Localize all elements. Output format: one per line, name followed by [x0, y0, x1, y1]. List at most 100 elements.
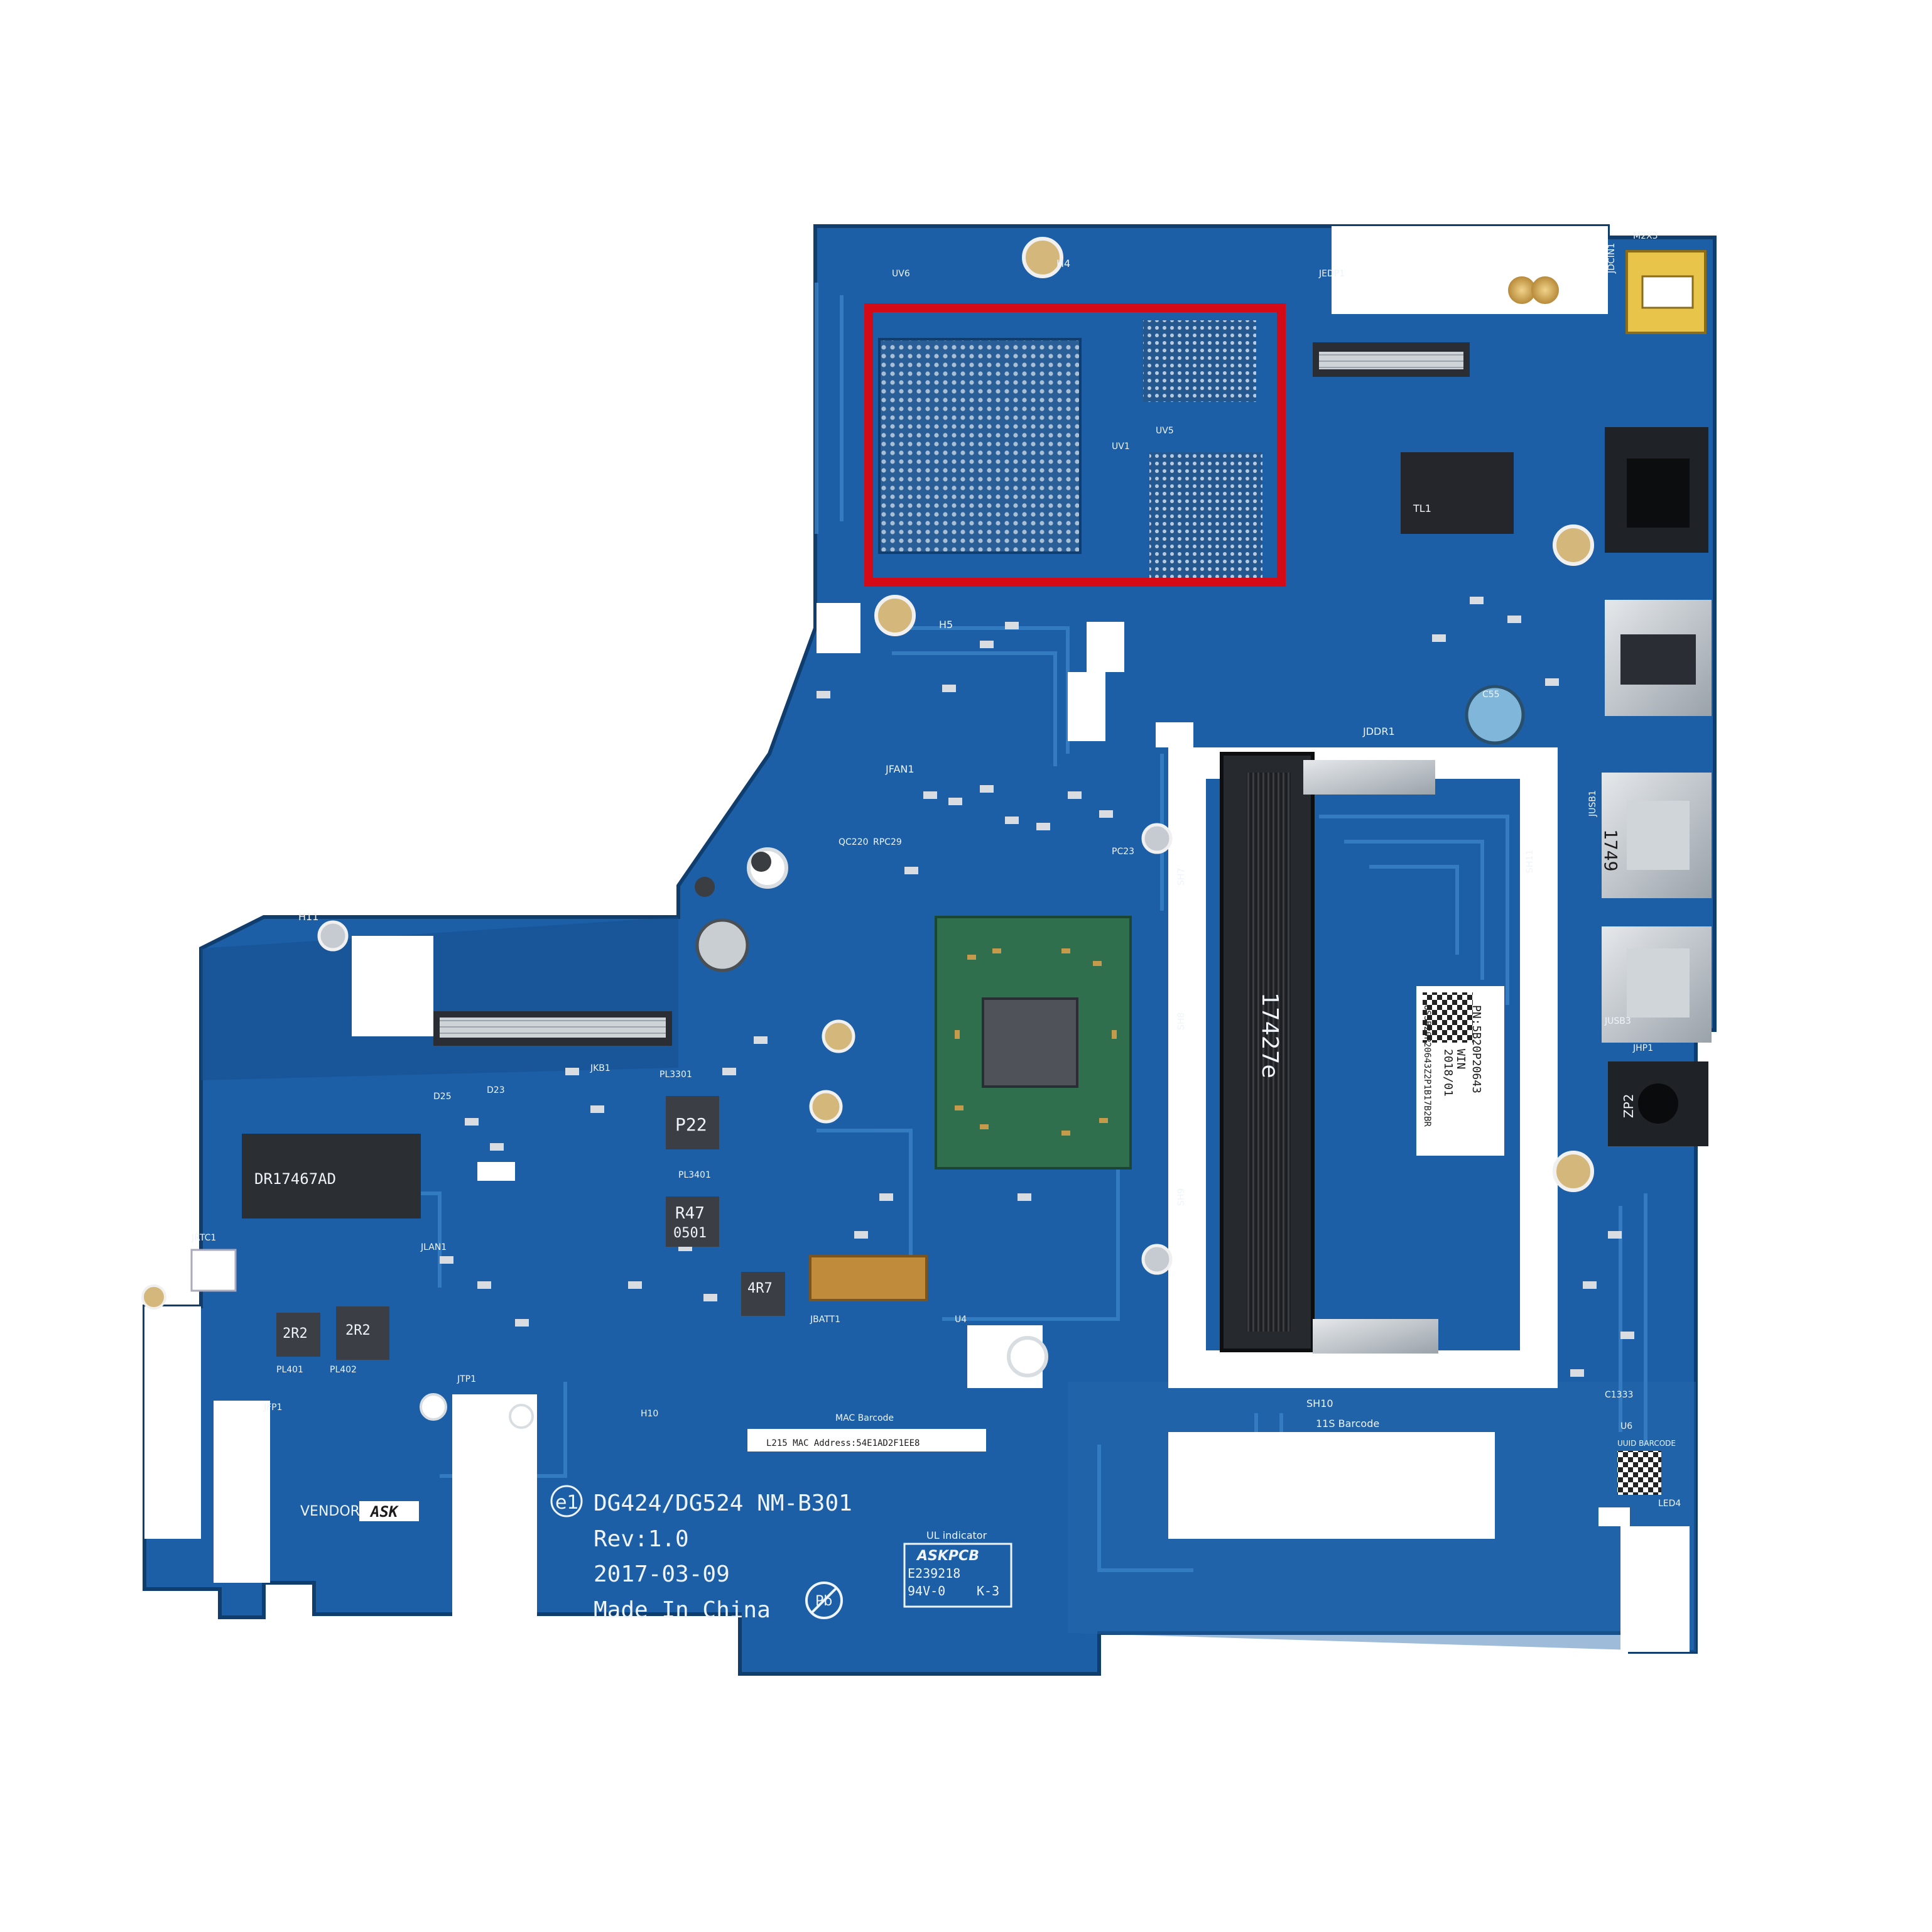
svg-text:H4: H4 [1056, 258, 1070, 269]
svg-text:SH11: SH11 [1525, 850, 1535, 873]
ul-rating: 94V-0 [908, 1583, 945, 1598]
svg-text:SH8: SH8 [1176, 1012, 1186, 1030]
svg-text:2018/01: 2018/01 [1441, 1049, 1455, 1097]
mac-barcode-sticker [747, 1429, 986, 1452]
inductor-p22-text: P22 [675, 1114, 707, 1135]
battery-connector [809, 1255, 928, 1301]
ul-number: E239218 [908, 1566, 960, 1581]
svg-text:JLAN1: JLAN1 [420, 1242, 447, 1252]
inductor-2r2b-text: 2R2 [345, 1323, 371, 1338]
svg-text:PC23: PC23 [1112, 847, 1134, 857]
lan-chip [242, 1134, 421, 1218]
dc-jack-hole [1508, 276, 1536, 304]
ul-k: K-3 [977, 1583, 999, 1598]
usb-port-2-opening [1627, 948, 1690, 1018]
svg-text:PL401: PL401 [276, 1365, 303, 1375]
ram-slot-fins [1247, 773, 1291, 1332]
cpu-caps [955, 948, 1117, 1136]
inductor-2r2b [336, 1306, 389, 1360]
board-origin: Made In China [594, 1597, 771, 1623]
svg-text:JUSB3: JUSB3 [1604, 1016, 1631, 1026]
inductor-2r2 [276, 1313, 320, 1357]
keepout-areas [144, 226, 1690, 1677]
edp-connector-pins [1319, 352, 1463, 369]
dc-jack-hole-2 [1531, 276, 1559, 304]
svg-text:H10: H10 [641, 1409, 658, 1419]
svg-text:U4: U4 [955, 1315, 967, 1325]
svg-text:QC220: QC220 [838, 837, 869, 847]
svg-text:RPC29: RPC29 [873, 837, 902, 847]
bga-chip-uv6 [1143, 320, 1256, 402]
svg-text:JEDP1: JEDP1 [1318, 269, 1345, 279]
inductor-2r2-text: 2R2 [283, 1326, 308, 1342]
svg-text:PL402: PL402 [330, 1365, 357, 1375]
hdmi-port-opening [1620, 634, 1696, 685]
usb-port-1-opening [1627, 801, 1690, 870]
touchpad-connector [352, 942, 421, 1036]
svg-text:SH9: SH9 [1176, 1188, 1186, 1206]
svg-text:JBATT1: JBATT1 [810, 1315, 840, 1325]
rtc-connector [190, 1249, 237, 1292]
inductor-r47 [666, 1197, 719, 1247]
board-date: 2017-03-09 [594, 1561, 730, 1587]
capacitor-c55 [1465, 685, 1525, 745]
ram-clip-top [1303, 760, 1435, 795]
uuid-barcode-label: UUID BARCODE [1617, 1439, 1676, 1448]
vendor-badge-text: ASK [369, 1503, 399, 1521]
svg-text:M2X3: M2X3 [1633, 231, 1658, 241]
mac-address-text: L215 MAC Address:54E1AD2F1EE8 [766, 1438, 920, 1448]
board-model: DG424/DG524 NM-B301 [594, 1490, 852, 1516]
bga-chip-uv1 [878, 338, 1082, 554]
usb-1749-text: 1749 [1600, 829, 1621, 871]
svg-text:WIN: WIN [1454, 1049, 1467, 1070]
svg-text:JFP1: JFP1 [263, 1403, 283, 1413]
qr-code-icon [1423, 992, 1473, 1043]
s11-barcode-label: 11S Barcode [1316, 1418, 1379, 1430]
svg-text:PL3401: PL3401 [678, 1170, 711, 1180]
svg-text:8SSB20P20643Z2P1B17B2BR: 8SSB20P20643Z2P1B17B2BR [1422, 1005, 1432, 1127]
svg-text:UV1: UV1 [1112, 442, 1130, 452]
svg-text:C55: C55 [1482, 690, 1500, 700]
lan-chip-text: DR17467AD [254, 1170, 336, 1188]
svg-text:PL3301: PL3301 [659, 1070, 692, 1080]
sticker-text: PN:5B20P20643 WIN 2018/01 8SSB20P20643Z2… [1422, 1005, 1483, 1127]
highlight-box [864, 303, 1286, 587]
svg-text:JFAN1: JFAN1 [885, 763, 914, 775]
bga-chip-uv5 [1149, 452, 1262, 578]
e1-mark: e1 [555, 1492, 579, 1514]
refdes-labels: H11 H4 H5 SH10 JFAN1 JDDR1 C55 TL1 UV1 U… [191, 231, 1681, 1509]
svg-text:LED4: LED4 [1658, 1499, 1681, 1509]
svg-text:D23: D23 [487, 1085, 505, 1095]
ul-vendor: ASKPCB [916, 1548, 979, 1564]
svg-text:JDCIN1: JDCIN1 [1607, 243, 1617, 274]
svg-text:SH10: SH10 [1306, 1397, 1333, 1409]
dc-jack-inner [1641, 275, 1694, 309]
svg-text:H5: H5 [939, 619, 953, 631]
inductor-r47-text: R47 [675, 1204, 705, 1223]
mac-barcode-label: MAC Barcode [835, 1413, 894, 1423]
ethernet-port-opening [1627, 459, 1690, 528]
svg-text:JTP1: JTP1 [457, 1374, 476, 1384]
board-revision: Rev:1.0 [594, 1526, 689, 1552]
ram-slot-text: 17427e [1257, 992, 1283, 1078]
svg-text:JRTC1: JRTC1 [191, 1233, 216, 1243]
ul-indicator-label: UL indicator [926, 1529, 987, 1541]
ul-block [903, 1543, 1012, 1608]
inductor-p22 [666, 1096, 719, 1149]
svg-text:SH7: SH7 [1176, 868, 1186, 886]
svg-text:TL1: TL1 [1413, 502, 1431, 514]
ram-clip-bottom [1313, 1319, 1438, 1354]
lan-transformer [1401, 452, 1514, 534]
svg-text:H11: H11 [298, 911, 318, 923]
inductor-0501-text: 0501 [673, 1225, 707, 1241]
svg-text:UV6: UV6 [892, 269, 910, 279]
svg-text:UV5: UV5 [1156, 426, 1174, 436]
vendor-label: VENDOR: [300, 1504, 364, 1519]
inductor-4r7-text: 4R7 [747, 1281, 773, 1296]
vendor-badge [359, 1501, 419, 1521]
svg-text:JDDR1: JDDR1 [1362, 725, 1395, 737]
uuid-qr-code [1617, 1451, 1661, 1495]
inductor-4r7 [741, 1272, 785, 1316]
pb-free-icon: Pb [805, 1582, 843, 1619]
